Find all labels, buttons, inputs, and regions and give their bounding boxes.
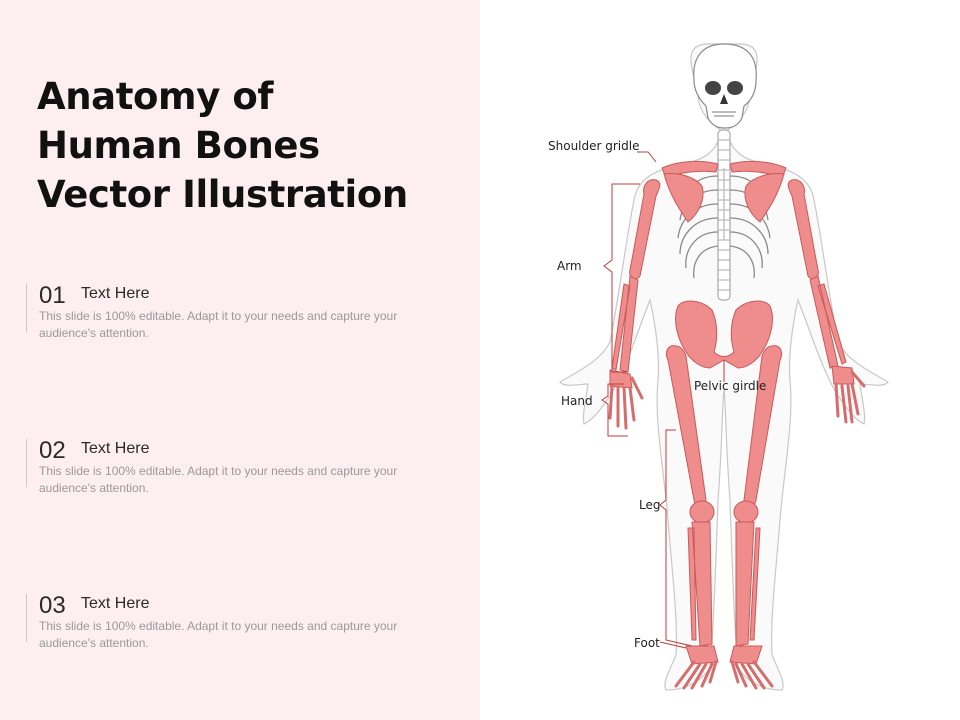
label-shoulder-girdle: Shoulder gridle xyxy=(548,139,639,153)
hand-right xyxy=(831,365,866,424)
label-foot: Foot xyxy=(634,636,660,650)
item-description: This slide is 100% editable. Adapt it to… xyxy=(39,464,398,495)
item-description: This slide is 100% editable. Adapt it to… xyxy=(39,619,398,650)
item-number: 02 xyxy=(39,437,66,464)
item-heading: Text Here xyxy=(81,285,150,302)
title-line-2: Human Bones xyxy=(37,124,320,167)
label-pelvic-girdle: Pelvic girdle xyxy=(694,379,766,393)
title-line-3: Vector Illustration xyxy=(37,173,408,216)
tibia-left xyxy=(687,521,713,647)
item-divider xyxy=(26,439,27,487)
arm-bracket xyxy=(603,183,640,373)
skeleton-diagram: Shoulder gridle Arm Hand Pelvic girdle L… xyxy=(548,43,889,691)
eye-socket-right xyxy=(727,81,743,95)
label-hand: Hand xyxy=(561,394,593,408)
leg-bracket xyxy=(659,429,693,647)
item-heading: Text Here xyxy=(81,595,150,612)
scapula-right xyxy=(744,173,785,223)
pelvis xyxy=(675,300,773,369)
patella-left xyxy=(689,500,715,524)
left-panel: Anatomy of Human Bones Vector Illustrati… xyxy=(0,0,480,720)
item-number: 03 xyxy=(39,592,66,619)
teeth xyxy=(712,111,736,117)
item-divider xyxy=(26,594,27,642)
scapula-left xyxy=(663,173,704,223)
foot-left xyxy=(674,645,719,690)
hand-left xyxy=(608,369,644,430)
item-description: This slide is 100% editable. Adapt it to… xyxy=(39,309,398,340)
forearm-right xyxy=(809,275,847,369)
label-leg: Leg xyxy=(639,498,660,512)
label-arm: Arm xyxy=(557,259,582,273)
slide-title: Anatomy of Human Bones Vector Illustrati… xyxy=(37,72,457,219)
eye-socket-left xyxy=(705,81,721,95)
shoulder-leader xyxy=(637,151,657,163)
title-line-1: Anatomy of xyxy=(37,75,274,118)
foot-leader xyxy=(659,641,687,649)
item-number: 01 xyxy=(39,282,66,309)
item-heading: Text Here xyxy=(81,440,150,457)
hand-bracket xyxy=(601,383,628,437)
patella-right xyxy=(733,500,759,524)
nasal-cavity xyxy=(720,94,728,104)
skull xyxy=(693,43,757,129)
foot-right xyxy=(729,645,774,690)
item-divider xyxy=(26,284,27,332)
tibia-right xyxy=(735,521,761,647)
